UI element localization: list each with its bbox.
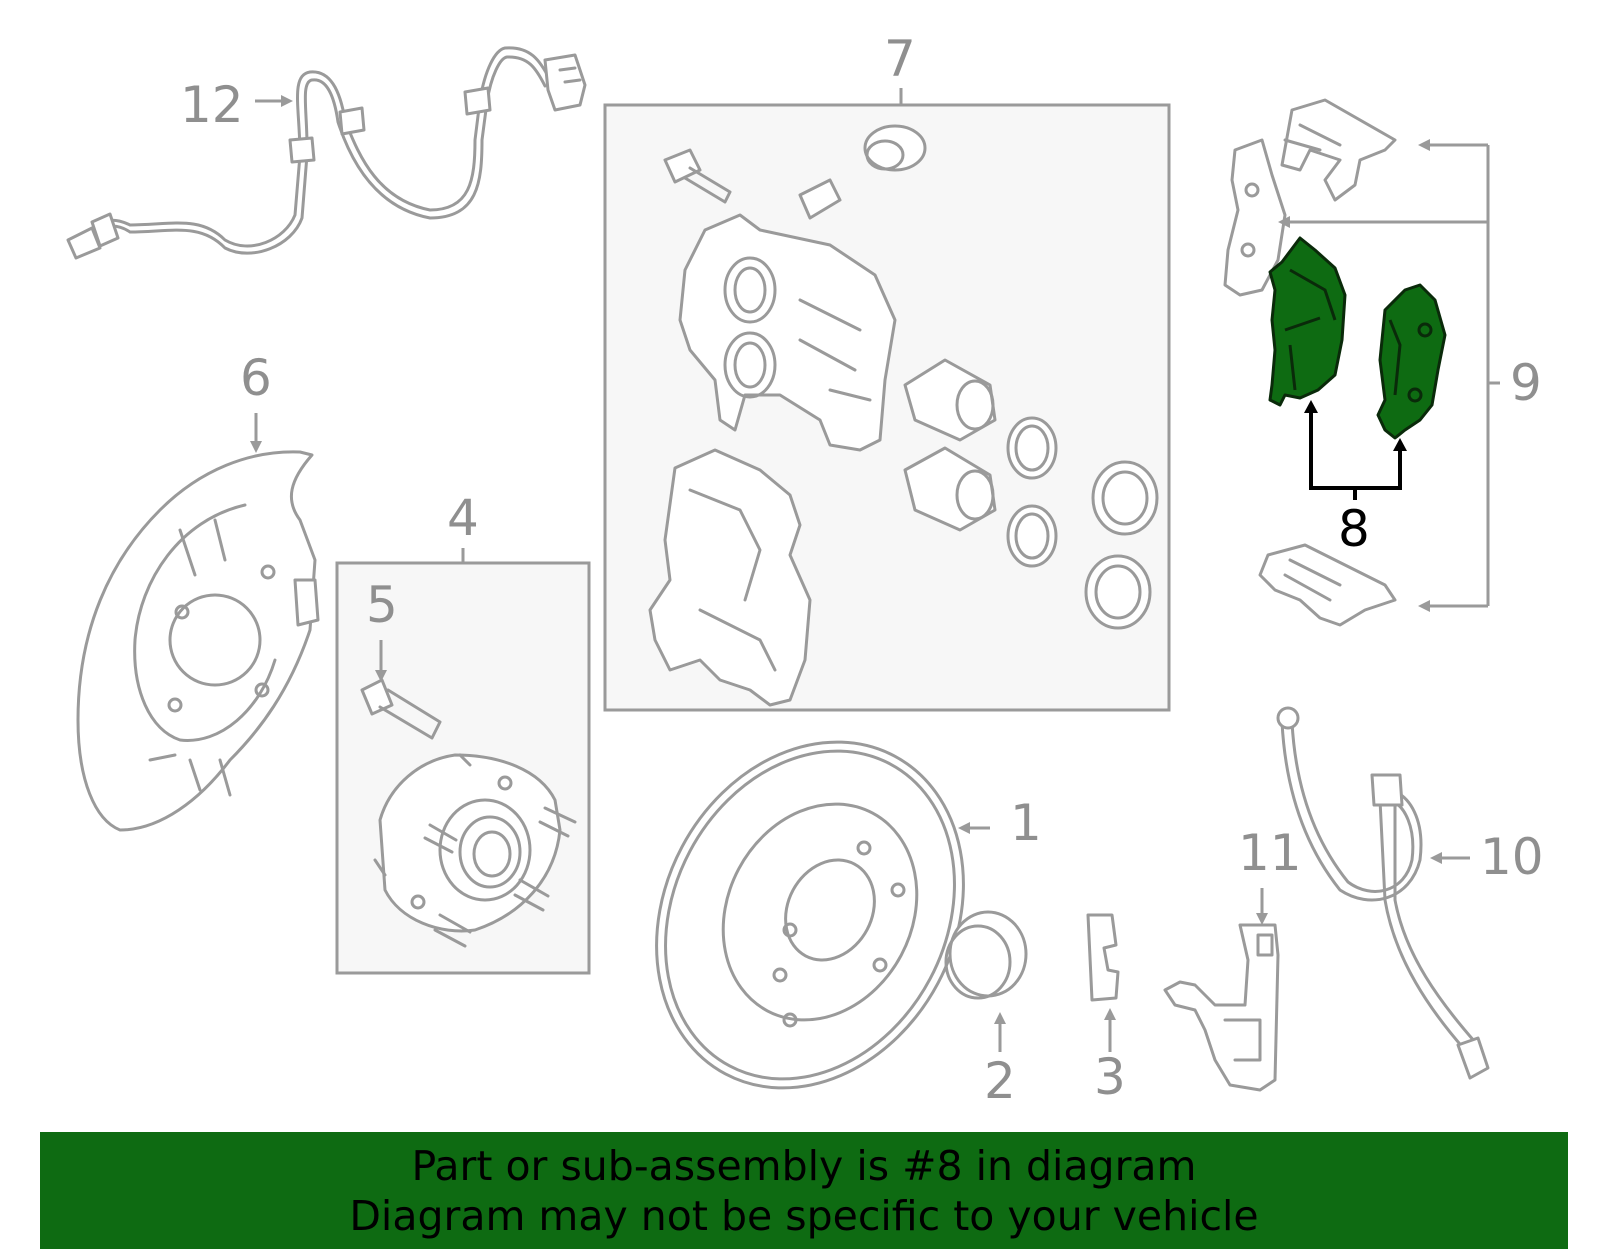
info-banner: Part or sub-assembly is #8 in diagram Di… [40, 1132, 1568, 1249]
part-3-clip [1086, 913, 1120, 1002]
part-2-hub-cap [944, 910, 1028, 1000]
callout-8: 8 [1338, 500, 1370, 558]
part-7-caliper-assembly-box [603, 103, 1171, 712]
outer-brake-pad [1376, 283, 1447, 440]
callout-10: 10 [1480, 828, 1544, 886]
callout-5: 5 [366, 576, 398, 634]
part-4-hub-assembly-box [335, 561, 591, 975]
callout-11: 11 [1238, 824, 1302, 882]
leader-lines [250, 88, 1500, 1052]
part-10-wear-sensor-cable [1276, 706, 1490, 1080]
callout-6: 6 [240, 349, 272, 407]
part-9-hardware-kit [1223, 98, 1397, 627]
callout-12: 12 [180, 76, 244, 134]
banner-line-2: Diagram may not be specific to your vehi… [349, 1191, 1259, 1240]
callout-4: 4 [447, 489, 479, 547]
banner-line-1: Part or sub-assembly is #8 in diagram [411, 1141, 1197, 1190]
callout-9: 9 [1510, 354, 1542, 412]
callout-labels: 12 7 6 4 5 1 2 3 11 10 9 8 [180, 30, 1544, 1110]
callout-1: 1 [1010, 794, 1042, 852]
part-11-sensor-bracket [1163, 923, 1280, 1092]
part-1-brake-rotor [655, 740, 965, 1090]
part-12-abs-sensor-harness [66, 46, 587, 260]
callout-2: 2 [984, 1052, 1016, 1110]
part-6-dust-shield [76, 450, 320, 832]
part-8-brake-pads [1268, 236, 1447, 440]
callout-7: 7 [884, 30, 916, 88]
callout-3: 3 [1094, 1048, 1126, 1106]
